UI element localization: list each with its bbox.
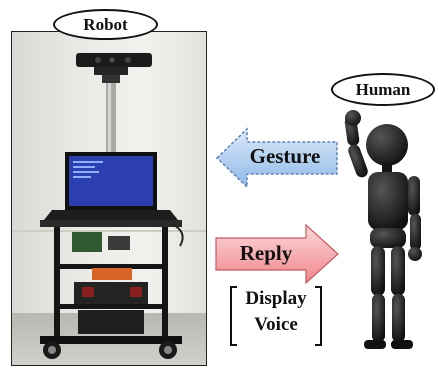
right-bracket xyxy=(315,286,322,346)
wall-line xyxy=(12,230,206,232)
reply-modes: Display Voice xyxy=(230,286,322,350)
orange-part xyxy=(92,268,132,280)
laptop-screen xyxy=(69,156,153,206)
head xyxy=(366,124,408,166)
laptop-base xyxy=(44,210,178,220)
reply-mode-display: Display xyxy=(245,288,307,309)
gesture-label: Gesture xyxy=(249,144,321,168)
reply-mode-voice: Voice xyxy=(254,314,298,335)
gesture-arrow xyxy=(215,127,338,189)
reply-arrow xyxy=(215,223,339,285)
left-bracket xyxy=(230,286,237,346)
robot-label: Robot xyxy=(53,9,158,40)
robot-photo xyxy=(11,31,207,366)
torso xyxy=(368,172,408,230)
table-top xyxy=(40,220,182,227)
circuit-board xyxy=(72,232,102,252)
human-figure-icon xyxy=(344,110,422,349)
human-label: Human xyxy=(331,73,435,106)
robot-base xyxy=(40,336,182,344)
robot-illustration xyxy=(40,53,184,359)
reply-label: Reply xyxy=(239,241,293,265)
